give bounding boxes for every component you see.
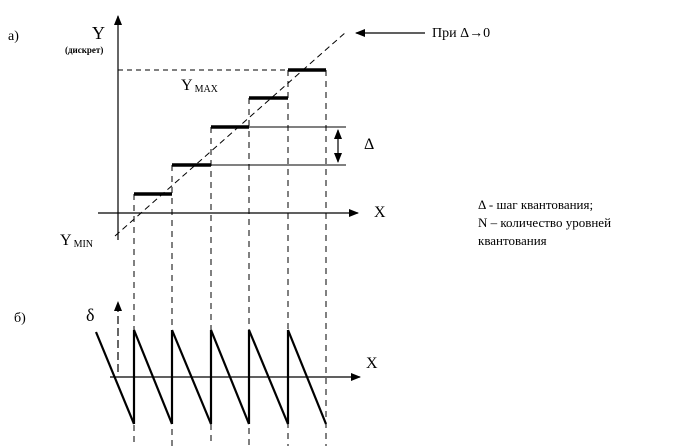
ymax-subscript: MAX	[194, 84, 218, 95]
sawtooth-ramp-2	[170, 329, 213, 425]
quantization-steps	[134, 68, 326, 196]
x-axis-label-b: X	[366, 355, 378, 372]
callout-label: При Δ→0	[432, 26, 491, 41]
sawtooth-ramp-1	[132, 329, 174, 425]
x-axis-label-a: X	[374, 204, 386, 221]
y-axis-note: (дискрет)	[65, 45, 104, 55]
sawtooth-ramp-4	[247, 329, 290, 425]
legend-line-1: Δ - шаг квантования;	[478, 197, 594, 212]
quantization-error-sawtooth	[94, 329, 328, 425]
ymax-letter: Y	[181, 77, 193, 94]
panel-b-label: б)	[14, 311, 26, 326]
y-axis-label-a: Y	[92, 23, 105, 43]
ideal-diagonal-line	[114, 31, 347, 237]
legend-line-3: квантования	[478, 233, 547, 248]
panel-a-label: а)	[8, 29, 19, 44]
legend-line-2: N – количество уровней	[478, 215, 612, 230]
y-axis-label-b: δ	[86, 305, 95, 325]
sawtooth-ramp-3	[209, 329, 251, 425]
sawtooth-ramp-5	[286, 329, 328, 425]
legend: Δ - шаг квантования; N – количество уров…	[478, 196, 668, 250]
ymin-letter: Y	[60, 232, 72, 249]
delta-label: Δ	[364, 136, 375, 153]
ymin-subscript: MIN	[73, 239, 94, 250]
sawtooth-first	[94, 331, 136, 425]
